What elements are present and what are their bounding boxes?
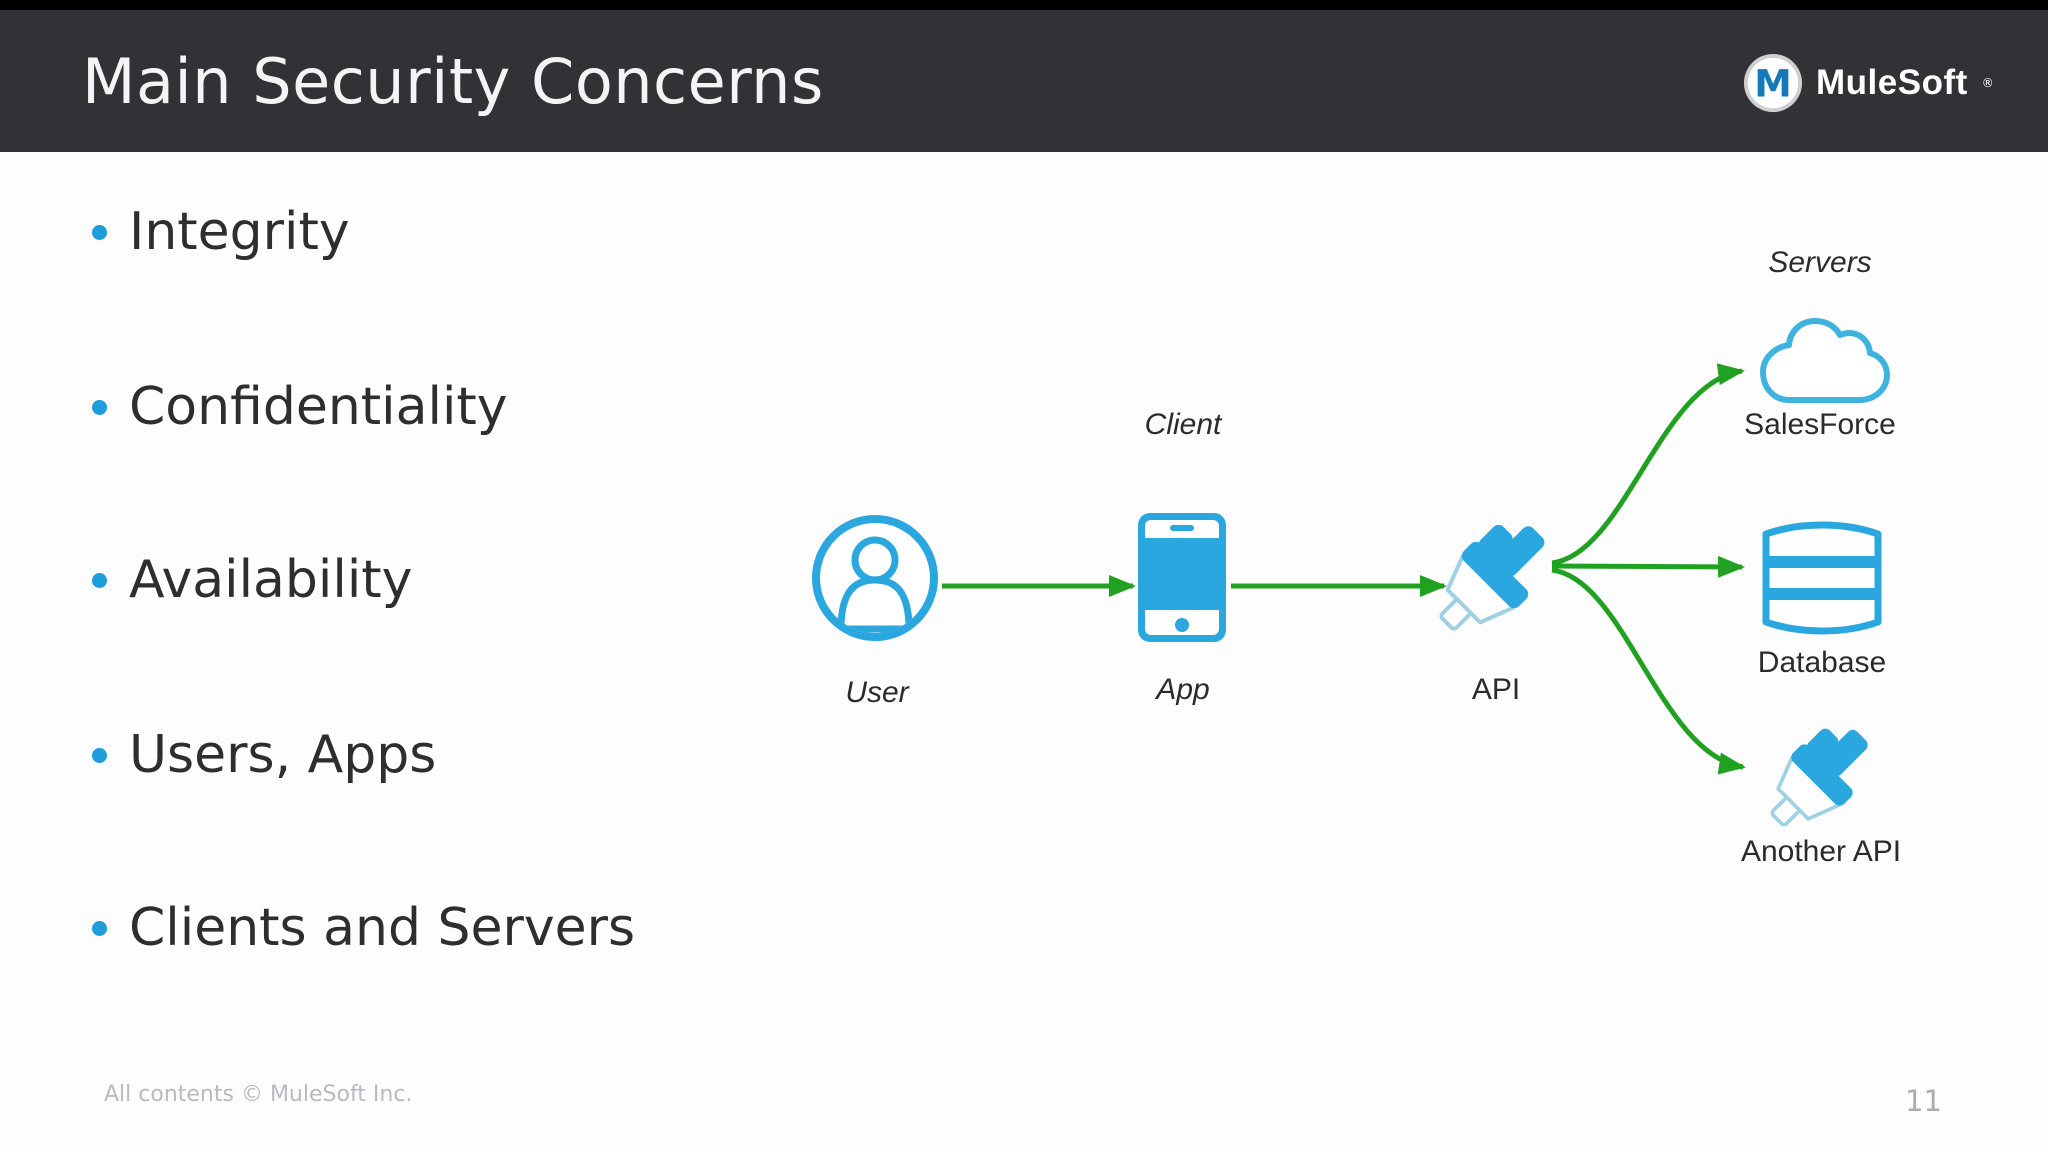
node-label-app: App — [1156, 673, 1210, 706]
logo-brand-text: MuleSoft — [1816, 63, 1968, 102]
list-item: Clients and Servers — [92, 896, 635, 960]
svg-text:M: M — [1754, 62, 1792, 106]
edge-api-database — [1551, 555, 1745, 578]
mulesoft-logo: M MuleSoft ® — [1742, 50, 1994, 116]
node-label-another-api: Another API — [1740, 835, 1902, 868]
bullet-label: Clients and Servers — [129, 898, 636, 958]
bullet-dot-icon — [92, 572, 107, 588]
registered-mark: ® — [1981, 76, 1994, 90]
mulesoft-monogram-icon: M — [1743, 53, 1803, 113]
bullet-label: Availability — [129, 550, 413, 610]
api-plug-icon — [1439, 524, 1545, 631]
top-black-strip — [0, 0, 2048, 10]
list-item: Integrity — [92, 200, 350, 264]
database-icon — [1762, 521, 1882, 635]
copyright-text: All contents © MuleSoft Inc. — [104, 1082, 413, 1107]
list-item: Confidentiality — [92, 375, 508, 439]
list-item: Users, Apps — [92, 723, 436, 787]
bullet-dot-icon — [92, 399, 107, 415]
edge-api-salesforce — [1551, 363, 1745, 566]
page-number: 11 — [1905, 1084, 1942, 1118]
edge-api-another-api — [1551, 567, 1746, 775]
group-label-servers: Servers — [1768, 246, 1872, 279]
bullet-dot-icon — [92, 224, 107, 240]
header-bar: Main Security Concerns M MuleSoft ® — [0, 10, 2048, 152]
list-item: Availability — [92, 548, 412, 612]
bullet-dot-icon — [92, 920, 107, 936]
user-icon — [812, 515, 938, 641]
bullet-dot-icon — [92, 747, 107, 763]
page-title: Main Security Concerns — [82, 45, 824, 118]
node-label-api: API — [1471, 673, 1521, 706]
another-api-plug-icon — [1770, 728, 1868, 827]
cloud-icon — [1760, 318, 1890, 403]
node-label-user: User — [845, 676, 909, 709]
group-label-client: Client — [1144, 408, 1222, 441]
bullet-label: Integrity — [129, 202, 350, 262]
node-label-salesforce: SalesForce — [1744, 408, 1896, 441]
bullet-label: Users, Apps — [129, 725, 437, 785]
node-label-database: Database — [1757, 646, 1887, 679]
bullet-label: Confidentiality — [129, 377, 508, 437]
smartphone-icon — [1138, 513, 1226, 642]
